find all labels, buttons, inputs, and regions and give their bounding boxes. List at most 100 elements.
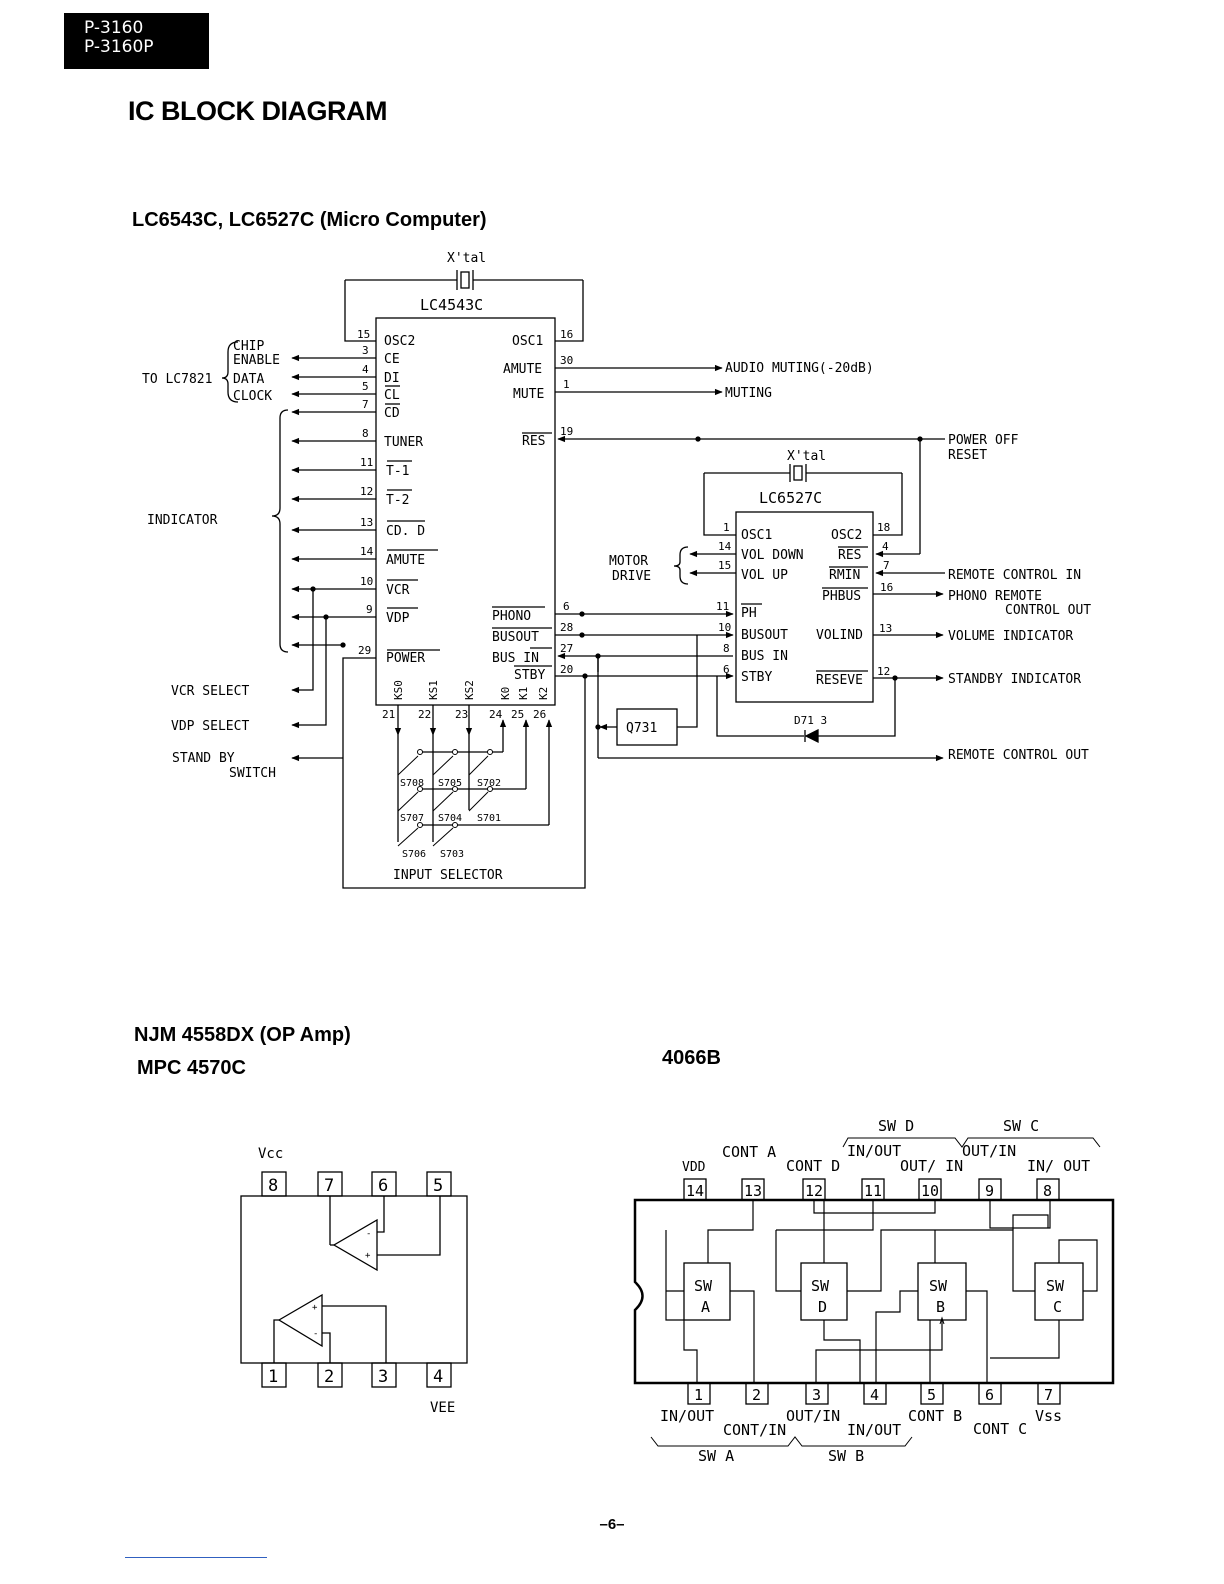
pin-num: 11	[360, 456, 373, 469]
plus-sign: +	[365, 1251, 371, 1261]
pin-label: AMUTE	[503, 362, 542, 377]
sw-d-id: D	[818, 1298, 827, 1316]
data-label: DATA	[233, 372, 264, 387]
in-out-a: IN/OUT	[660, 1407, 714, 1425]
opamp-pin-7: 7	[324, 1176, 334, 1196]
pin-label: OSC1	[512, 334, 543, 349]
pin-label: K0	[499, 687, 512, 700]
cont-a: CONT A	[722, 1143, 776, 1161]
sw-pin-6: 6	[985, 1386, 994, 1404]
opamp-pin-1: 1	[268, 1367, 278, 1387]
reset-label: RESET	[948, 448, 987, 463]
model-line-1: P-3160	[84, 18, 144, 38]
plus-sign: +	[312, 1303, 318, 1313]
vcr-select-label: VCR SELECT	[171, 684, 249, 699]
pin-num: 22	[418, 708, 431, 721]
cont-c: CONT C	[973, 1420, 1027, 1438]
pin-label: PH	[741, 606, 757, 621]
pin-num: 1	[723, 521, 730, 534]
out-in-b: OUT/IN	[786, 1407, 840, 1425]
out-in-c: OUT/IN	[962, 1142, 1016, 1160]
pin-num: 15	[357, 328, 370, 341]
cont-d: CONT D	[786, 1157, 840, 1175]
pin-label: MUTE	[513, 387, 544, 402]
pin-num: 18	[877, 521, 890, 534]
audio-muting-label: AUDIO MUTING(-20dB)	[725, 361, 874, 376]
opamp-pin-2: 2	[324, 1367, 334, 1387]
pin-label: BUS IN	[492, 651, 539, 666]
sw-d-name: SW	[811, 1277, 830, 1295]
to-lc7821-label: TO LC7821	[142, 372, 212, 387]
pin-label: OSC2	[831, 528, 862, 543]
pin-label: KS2	[463, 680, 476, 700]
pin-label: VDP	[386, 611, 410, 626]
cont-b: CONT B	[908, 1407, 962, 1425]
pin-num: 15	[718, 559, 731, 572]
remote-out-label: REMOTE CONTROL OUT	[948, 748, 1089, 763]
pin-label: RMIN	[829, 568, 860, 583]
pin-label: AMUTE	[386, 553, 425, 568]
pin-label: VOLIND	[816, 628, 863, 643]
standby-label-2: SWITCH	[229, 766, 276, 781]
page-number: –6–	[599, 1516, 625, 1533]
drive-label: DRIVE	[612, 569, 651, 584]
sw-pin-1: 1	[694, 1386, 703, 1404]
volume-indicator-label: VOLUME INDICATOR	[948, 629, 1073, 644]
pin-label: BUSOUT	[492, 630, 539, 645]
sw-pin-11: 11	[864, 1182, 882, 1200]
d713-label: D71 3	[794, 714, 827, 727]
switch-label: S706	[402, 849, 426, 860]
sw-d-top: SW D	[878, 1117, 914, 1135]
pin-num: 29	[358, 644, 371, 657]
q731-d713-group: Q731 REMOTE CONTROL OUT D71 3	[595, 635, 1089, 763]
pin-label: KS1	[427, 680, 440, 700]
pin-num: 6	[723, 663, 730, 676]
clock-label: CLOCK	[233, 389, 272, 404]
sw-a-id: A	[701, 1298, 710, 1316]
pin-num: 16	[560, 328, 573, 341]
sw-a-bottom: SW A	[698, 1447, 734, 1465]
pin-label: TUNER	[384, 435, 423, 450]
lc4543c-bottom-pins: KS0 KS1 KS2 K0 K1 K2 21 22 23 24 25 26	[382, 680, 553, 752]
minus-sign: -	[313, 1329, 318, 1339]
lc4543c-right-pins: 16 OSC1 30 AMUTE AUDIO MUTING(-20dB) 1 M…	[492, 328, 1019, 683]
chip-label: CHIP	[233, 339, 264, 354]
pin-label: VOL UP	[741, 568, 788, 583]
pin-num: 14	[360, 545, 374, 558]
vdd: VDD	[682, 1160, 706, 1175]
pin-num: 4	[882, 540, 889, 553]
page-title: IC BLOCK DIAGRAM	[128, 96, 387, 126]
sw-c-name: SW	[1046, 1277, 1065, 1295]
indicator-group: INDICATOR VCR SELECT VDP SELECT STAND BY…	[147, 409, 346, 781]
switch-label: S704	[438, 813, 462, 824]
opamp-heading-2: MPC 4570C	[137, 1057, 246, 1079]
opamp-pin-4: 4	[433, 1367, 443, 1387]
pin-label: CD	[384, 406, 400, 421]
pin-num: 12	[877, 665, 890, 678]
pin-num: 3	[362, 344, 369, 357]
pin-label: K2	[537, 687, 550, 700]
lc6527c-block: LC6527C X'tal 1 OSC1 14 VOL DOWN 15 VOL …	[609, 436, 1091, 703]
pin-label: VCR	[386, 583, 410, 598]
phono-remote-label-1: PHONO REMOTE	[948, 589, 1042, 604]
pin-num: 8	[362, 427, 369, 440]
switch-label: S708	[400, 778, 424, 789]
minus-sign: -	[366, 1229, 371, 1239]
pin-label: STBY	[741, 670, 772, 685]
sw-c-id: C	[1053, 1298, 1062, 1316]
switch-label: S701	[477, 813, 501, 824]
pin-label: CL	[384, 388, 400, 403]
pin-label: PHONO	[492, 609, 531, 624]
sw-pin-14: 14	[686, 1182, 704, 1200]
pin-label: OSC1	[741, 528, 772, 543]
in-out-d: IN/OUT	[847, 1142, 901, 1160]
pin-num: 12	[360, 485, 373, 498]
sw-pin-3: 3	[812, 1386, 821, 1404]
sw-pin-5: 5	[927, 1386, 936, 1404]
remote-in-label: REMOTE CONTROL IN	[948, 568, 1081, 583]
switch-label: S707	[400, 813, 424, 824]
sw-a-name: SW	[694, 1277, 713, 1295]
pin-num: 4	[362, 363, 369, 376]
pin-label: VOL DOWN	[741, 548, 804, 563]
